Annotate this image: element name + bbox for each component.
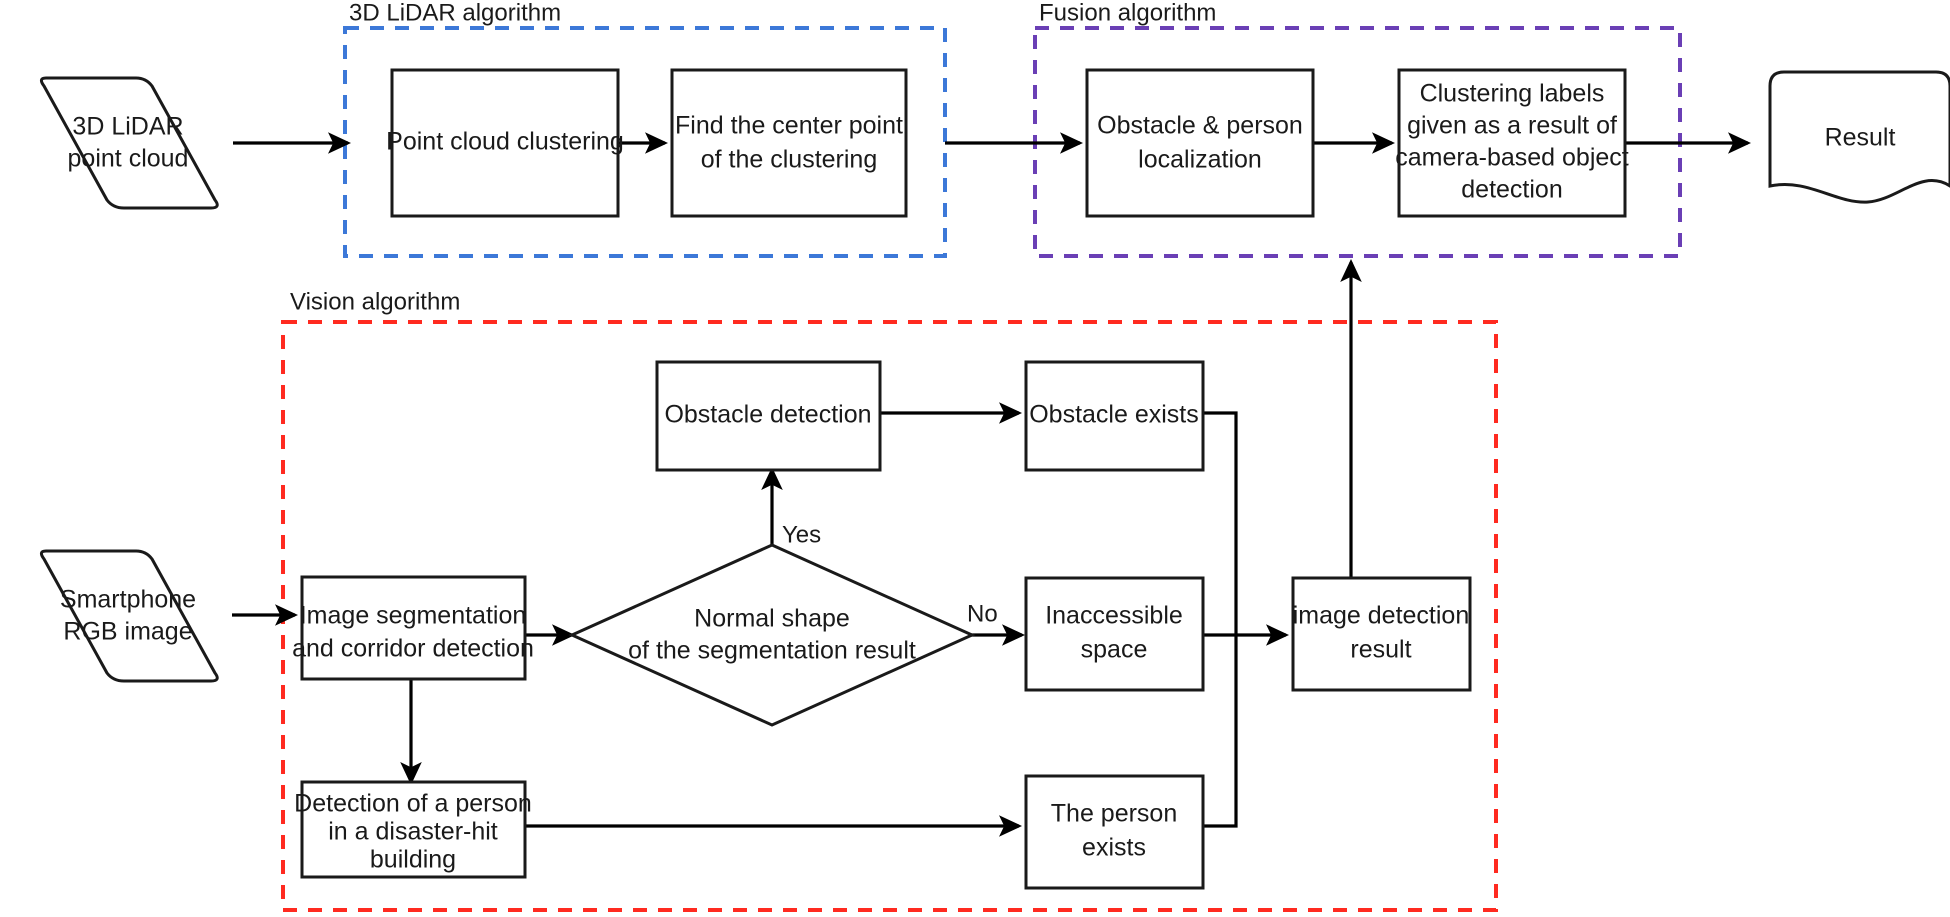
clustering-labels-line-1: Clustering labels: [1420, 80, 1605, 108]
node-person-exists: The person exists: [1024, 774, 1205, 890]
node-obstacle-exists: Obstacle exists: [1024, 360, 1205, 472]
clustering-labels-line-4: detection: [1461, 176, 1562, 204]
rgb-input-line-2: RGB image: [63, 618, 192, 646]
image-detection-result-line-1: image detection: [1293, 602, 1470, 630]
obstacle-person-localization-line-2: localization: [1138, 146, 1262, 174]
person-detection-shape: [300, 780, 527, 879]
image-segmentation-shape: [300, 575, 527, 681]
obstacle-exists-line-1: Obstacle exists: [1029, 401, 1199, 429]
node-image-segmentation: Image segmentation and corridor detectio…: [292, 575, 534, 681]
node-lidar-input: 3D LiDAR point cloud: [39, 76, 219, 210]
find-center-point-line-1: Find the center point: [675, 112, 903, 140]
person-exists-line-2: exists: [1082, 834, 1146, 862]
node-result: Result: [1768, 70, 1950, 204]
obstacle-person-localization-shape: [1085, 68, 1315, 218]
clustering-labels-line-2: given as a result of: [1407, 112, 1617, 140]
node-normal-shape-decision: Normal shape of the segmentation result: [568, 543, 976, 727]
find-center-point-shape: [670, 68, 908, 218]
node-image-detection-result: image detection result: [1291, 576, 1472, 692]
result-shape: [1768, 70, 1950, 204]
image-segmentation-line-2: and corridor detection: [292, 635, 534, 663]
obstacle-detection-line-1: Obstacle detection: [664, 401, 871, 429]
group-label-vision: Vision algorithm: [290, 288, 460, 315]
inaccessible-space-shape: [1024, 576, 1205, 692]
result-line-1: Result: [1825, 124, 1896, 152]
lidar-input-shape: [39, 76, 219, 210]
edge-label-yes: Yes: [782, 521, 821, 548]
point-cloud-clustering-line-1: Point cloud clustering: [386, 128, 624, 156]
normal-shape-decision-line-2: of the segmentation result: [628, 637, 916, 665]
person-exists-shape: [1024, 774, 1205, 890]
group-label-lidar: 3D LiDAR algorithm: [349, 0, 561, 26]
person-detection-line-3: building: [370, 846, 456, 874]
node-rgb-input: Smartphone RGB image: [39, 549, 219, 683]
node-obstacle-person-localization: Obstacle & person localization: [1085, 68, 1315, 218]
obstacle-detection-shape: [655, 360, 882, 472]
lidar-input-line-2: point cloud: [68, 145, 189, 173]
edge-exists-collector-rail: [1203, 411, 1238, 828]
inaccessible-space-line-1: Inaccessible: [1045, 602, 1183, 630]
person-exists-line-1: The person: [1051, 800, 1177, 828]
node-point-cloud-clustering: Point cloud clustering: [386, 68, 624, 218]
person-detection-line-2: in a disaster-hit: [328, 818, 498, 846]
rgb-input-line-1: Smartphone: [60, 586, 196, 614]
group-label-fusion: Fusion algorithm: [1039, 0, 1216, 26]
find-center-point-line-2: of the clustering: [701, 146, 878, 174]
image-segmentation-line-1: Image segmentation: [300, 602, 527, 630]
node-obstacle-detection: Obstacle detection: [655, 360, 882, 472]
obstacle-person-localization-line-1: Obstacle & person: [1097, 112, 1303, 140]
rgb-input-shape: [39, 549, 219, 683]
node-clustering-labels: Clustering labels given as a result of c…: [1395, 68, 1629, 218]
person-detection-line-1: Detection of a person: [294, 790, 532, 818]
clustering-labels-line-3: camera-based object: [1395, 144, 1629, 172]
point-cloud-clustering-shape: [390, 68, 620, 218]
node-person-detection: Detection of a person in a disaster-hit …: [294, 780, 532, 879]
node-inaccessible-space: Inaccessible space: [1024, 576, 1205, 692]
image-detection-result-shape: [1291, 576, 1472, 692]
clustering-labels-shape: [1397, 68, 1627, 218]
obstacle-exists-shape: [1024, 360, 1205, 472]
inaccessible-space-line-2: space: [1081, 636, 1148, 664]
normal-shape-decision-shape: [568, 543, 976, 727]
node-find-center-point: Find the center point of the clustering: [670, 68, 908, 218]
normal-shape-decision-line-1: Normal shape: [694, 605, 850, 633]
lidar-input-line-1: 3D LiDAR: [72, 113, 183, 141]
edge-label-no: No: [967, 600, 998, 627]
image-detection-result-line-2: result: [1350, 636, 1411, 664]
